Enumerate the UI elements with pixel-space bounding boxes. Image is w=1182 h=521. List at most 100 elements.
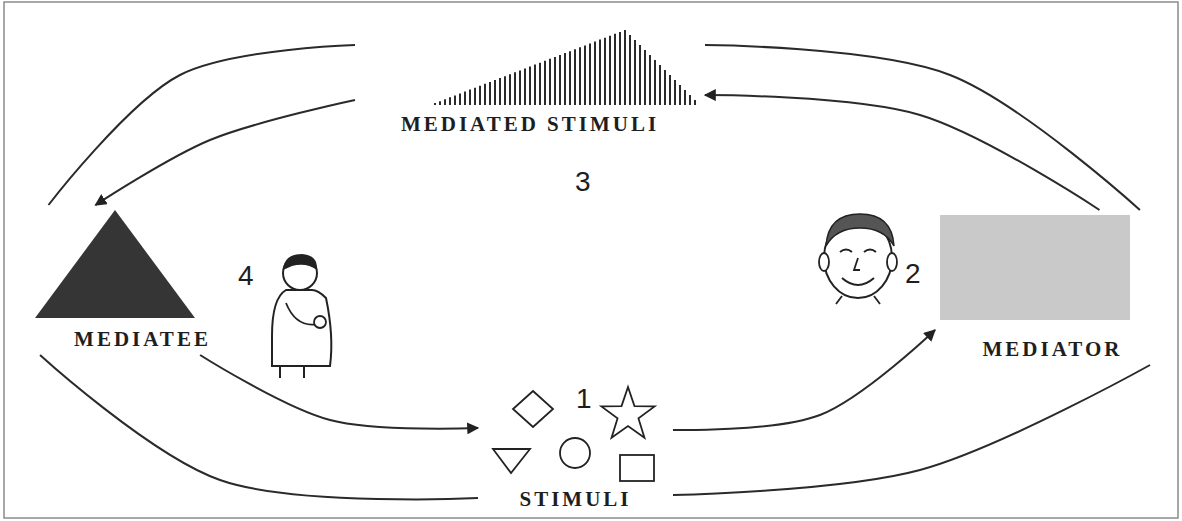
cycle-arc xyxy=(705,45,1140,210)
triangle-stripe xyxy=(439,101,441,105)
triangle-stripe xyxy=(434,103,436,105)
cycle-arc xyxy=(40,355,478,499)
hair xyxy=(826,214,894,246)
grey-square-node: MEDIATOR xyxy=(935,210,1170,365)
arrow-arc xyxy=(705,95,1100,210)
cycle-arc xyxy=(673,365,1150,495)
triangle-stripe xyxy=(574,49,576,105)
arrow-arc xyxy=(96,100,356,205)
triangle-stripe xyxy=(644,50,646,105)
triangle-stripe xyxy=(624,30,626,105)
child-legs xyxy=(280,366,304,378)
callout-number: 1 xyxy=(576,385,592,413)
triangle-stripe xyxy=(544,61,546,105)
triangle-stripe xyxy=(589,43,591,105)
triangle-stripe xyxy=(634,40,636,105)
triangle-stripe xyxy=(449,97,451,105)
triangle-stripe xyxy=(519,70,521,105)
triangle-stripe xyxy=(584,45,586,105)
triangle-stripe xyxy=(654,60,656,105)
triangle-stripe xyxy=(484,84,486,105)
node-label: MEDIATED STIMULI xyxy=(401,113,659,136)
triangle-stripe xyxy=(554,57,556,105)
triangle-stripe xyxy=(464,92,466,105)
connector-group xyxy=(40,45,1150,499)
triangle-stripe xyxy=(539,63,541,105)
triangle-stripe xyxy=(454,95,456,105)
child-hands xyxy=(314,316,326,328)
triangle-stripe xyxy=(604,38,606,105)
triangle-stripe xyxy=(664,70,666,105)
striped-triangle-node: MEDIATED STIMULI xyxy=(355,25,705,140)
callout-number: 3 xyxy=(575,168,591,196)
triangle-stripe xyxy=(599,40,601,105)
triangle-stripe xyxy=(534,65,536,105)
triangle-stripe xyxy=(684,90,686,105)
diamond-shape xyxy=(513,391,553,427)
triangle-stripe xyxy=(614,34,616,105)
grey-square xyxy=(940,215,1130,320)
dark-triangle xyxy=(35,210,195,318)
dark-triangle-node: MEDIATEE xyxy=(25,205,260,355)
triangle-stripe xyxy=(569,51,571,105)
triangle-stripe xyxy=(514,72,516,105)
triangle-stripe xyxy=(474,88,476,105)
cycle-arc xyxy=(49,45,356,205)
triangle-stripe xyxy=(479,86,481,105)
triangle-stripe xyxy=(629,35,631,105)
circle-shape xyxy=(560,438,590,468)
node-label: STIMULI xyxy=(519,488,631,511)
triangle-stripe xyxy=(689,95,691,105)
star-shape xyxy=(601,387,654,438)
node-text-group: MEDIATED STIMULI xyxy=(401,113,659,136)
triangle-shape xyxy=(493,449,530,473)
triangle-stripe xyxy=(524,68,526,105)
triangle-stripe xyxy=(444,99,446,105)
collar xyxy=(836,296,880,304)
stimuli-shapes-node: STIMULI xyxy=(478,385,673,515)
right-ear xyxy=(887,253,897,271)
child-hair xyxy=(283,254,317,270)
triangle-stripe xyxy=(679,85,681,105)
triangle-stripe xyxy=(669,75,671,105)
triangle-stripe xyxy=(649,55,651,105)
node-text-group: STIMULI xyxy=(519,488,631,511)
triangle-stripe xyxy=(594,42,596,105)
triangle-stripe xyxy=(459,93,461,105)
triangle-stripe xyxy=(489,82,491,105)
arrow-arc xyxy=(673,330,935,430)
triangle-stripe xyxy=(579,47,581,105)
left-ear xyxy=(819,253,829,271)
child-body xyxy=(272,290,331,366)
triangle-stripe xyxy=(659,65,661,105)
square-shape xyxy=(620,455,654,481)
triangle-stripe xyxy=(609,36,611,105)
triangle-stripe xyxy=(494,80,496,105)
arrow-arc xyxy=(200,355,478,429)
stimulus-shapes xyxy=(493,387,655,481)
triangle-stripe xyxy=(529,67,531,105)
picture-frame xyxy=(4,2,1178,518)
triangle-stripe xyxy=(509,74,511,105)
node-text-group: MEDIATOR xyxy=(983,338,1123,361)
triangle-stripe xyxy=(674,80,676,105)
triangle-stripe xyxy=(559,55,561,105)
triangle-stripe xyxy=(694,100,696,105)
nose xyxy=(854,258,860,270)
callout-number: 4 xyxy=(238,262,254,290)
triangle-stripe xyxy=(504,76,506,105)
triangle-stripe xyxy=(549,59,551,105)
node-label: MEDIATOR xyxy=(983,338,1123,361)
triangle-stripe xyxy=(469,90,471,105)
callout-number: 2 xyxy=(905,260,921,288)
triangle-stripe xyxy=(619,32,621,105)
triangle-stripe xyxy=(564,53,566,105)
mediatee-child xyxy=(272,254,331,378)
mediator-face xyxy=(819,214,897,304)
smile xyxy=(842,278,874,285)
node-text-group: MEDIATEE xyxy=(74,328,211,351)
node-label: MEDIATEE xyxy=(74,328,211,351)
triangle-stripe xyxy=(639,45,641,105)
triangle-stripe xyxy=(499,78,501,105)
